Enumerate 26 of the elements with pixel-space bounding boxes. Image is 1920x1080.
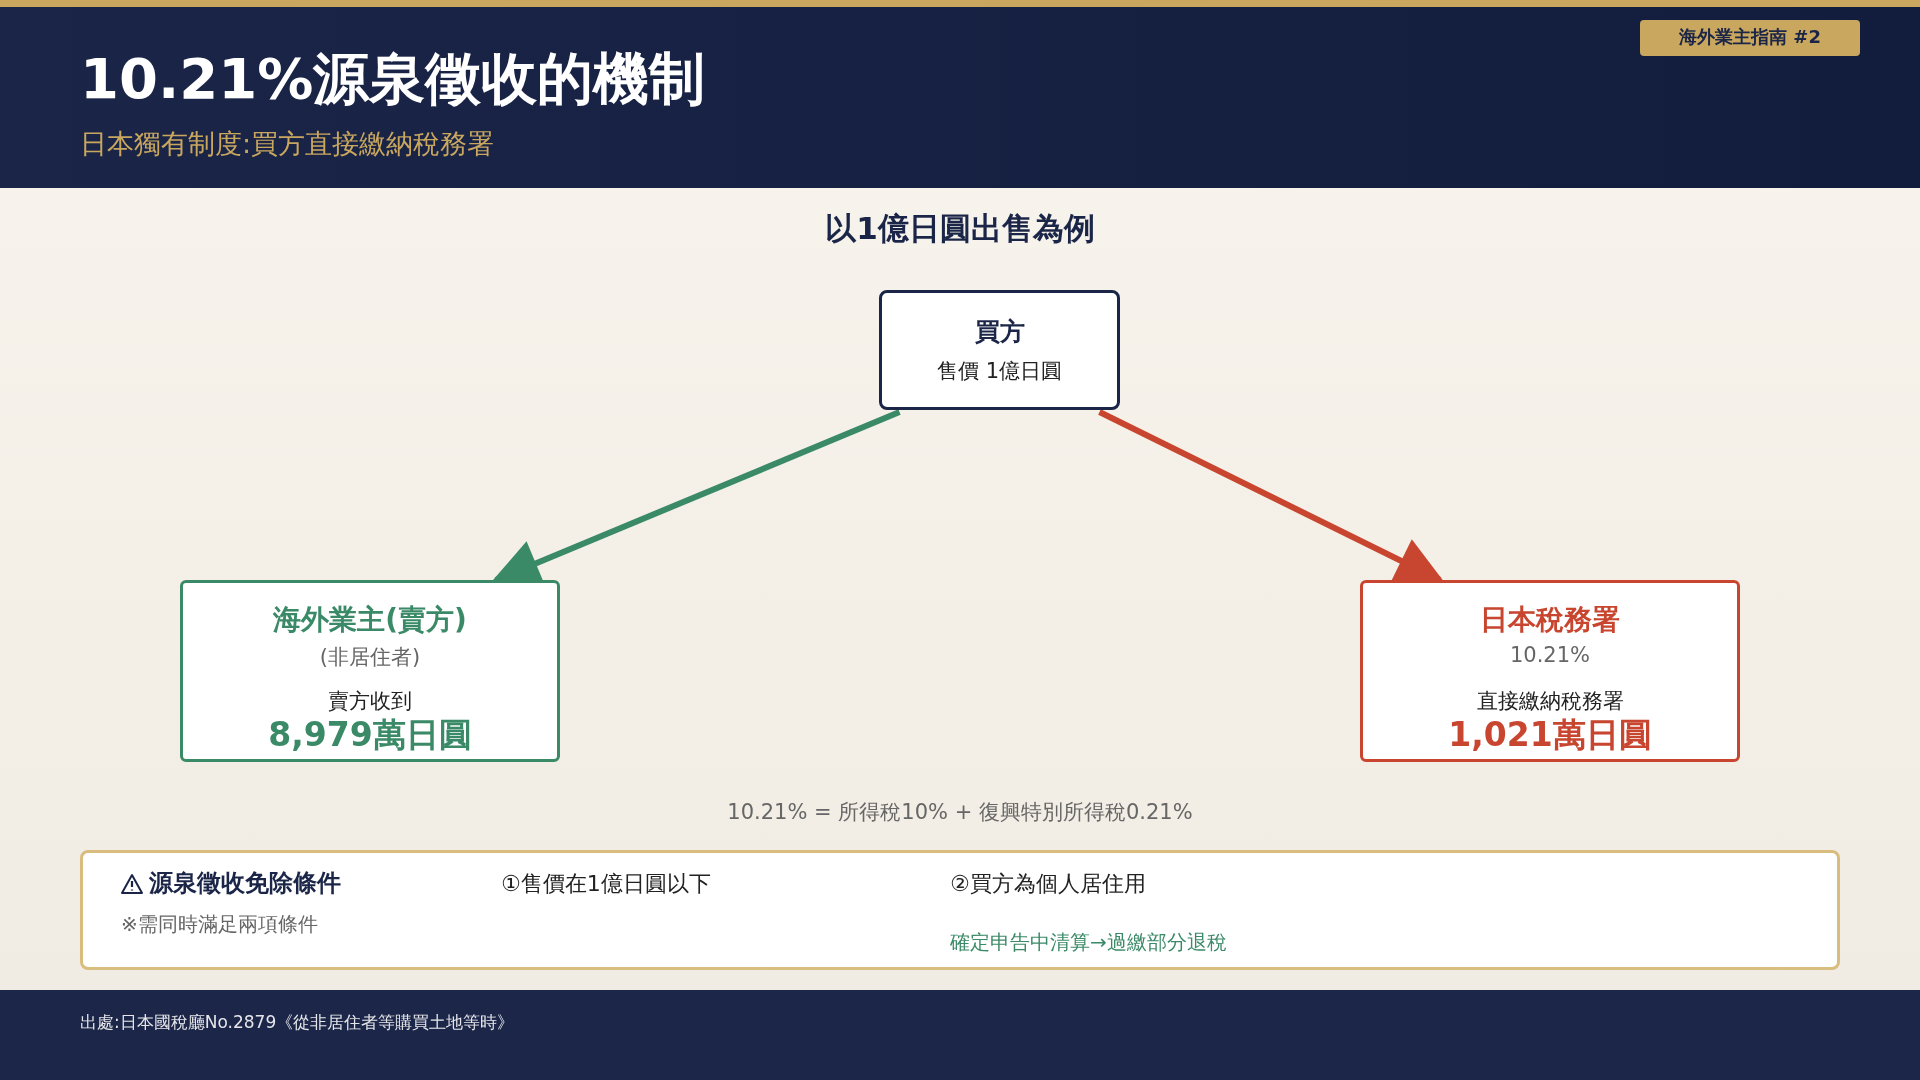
buyer-box xyxy=(879,290,1120,410)
node-text: 售價 1億日圓 xyxy=(935,358,1063,385)
panel-note: ※需同時滿足兩項條件 xyxy=(121,911,318,938)
panel-heading: 源泉徵收免除條件 xyxy=(149,868,341,899)
condition-text: ②買方為個人居住用 xyxy=(950,870,1146,898)
node-subtitle: 10.21% xyxy=(1508,643,1592,667)
source-note: 出處:日本國稅廳No.2879《從非居住者等購買土地等時》 xyxy=(80,1011,515,1034)
formula-note: 10.21% = 所得稅10% + 復興特別所得稅0.21% xyxy=(726,799,1194,826)
subtitle: 日本獨有制度:買方直接繳納稅務署 xyxy=(80,127,495,161)
badge xyxy=(1640,20,1860,56)
seller-box xyxy=(180,580,560,762)
node-text: 賣方收到 xyxy=(327,688,413,715)
amount-text: 1,021萬日圓 xyxy=(1447,714,1653,756)
condition-text: ①售價在1億日圓以下 xyxy=(501,870,711,898)
node-title: 買方 xyxy=(973,316,1026,348)
section-heading: 以1億日圓出售為例 xyxy=(824,209,1096,248)
badge-text: 海外業主指南 #2 xyxy=(1678,25,1822,49)
title: 10.21%源泉徵收的機制 xyxy=(80,45,706,113)
refund-note: 確定申告中清算→過繳部分退稅 xyxy=(950,929,1227,956)
node-text: 直接繳納稅務署 xyxy=(1475,688,1625,715)
tax-office-box xyxy=(1360,580,1740,762)
node-title: 日本稅務署 xyxy=(1479,602,1621,638)
amount-text: 8,979萬日圓 xyxy=(267,714,473,756)
node-title: 海外業主(賣方) xyxy=(272,602,468,638)
conditions-panel xyxy=(80,850,1840,970)
node-subtitle: (非居住者) xyxy=(318,644,422,671)
